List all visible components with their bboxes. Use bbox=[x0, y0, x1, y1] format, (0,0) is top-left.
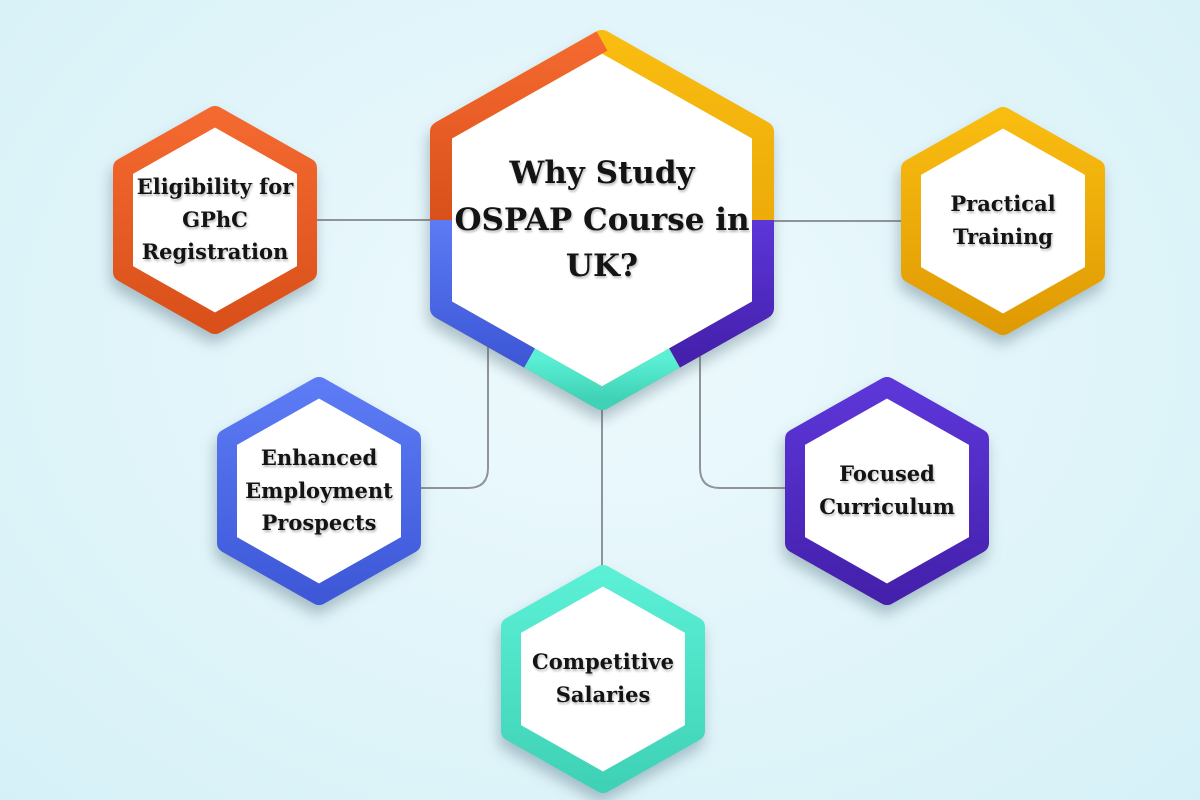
central-hexagon-blue-segment bbox=[430, 220, 535, 368]
focused-curriculum-hexagon-shape bbox=[785, 377, 989, 605]
competitive-salaries-hexagon-shape bbox=[501, 565, 705, 793]
central-title: Why Study OSPAP Course in UK? bbox=[454, 155, 750, 285]
node-label-competitive-salaries: Competitive Salaries bbox=[532, 649, 674, 707]
node-label-focused-curriculum: Focused Curriculum bbox=[819, 461, 955, 519]
eligibility-hexagon-border bbox=[113, 106, 317, 334]
node-label-enhanced-employment: Enhanced Employment Prospects bbox=[245, 445, 393, 536]
central-hexagon-orange-segment bbox=[430, 31, 608, 220]
diagram-node-enhanced-employment: Enhanced Employment Prospects bbox=[216, 376, 422, 606]
node-label-practical-training: Practical Training bbox=[950, 191, 1056, 249]
diagram-node-central: Why Study OSPAP Course in UK? bbox=[429, 29, 775, 411]
competitive-salaries-hexagon-border bbox=[501, 565, 705, 793]
focused-curriculum-hexagon-border bbox=[785, 377, 989, 605]
practical-training-hexagon-shape bbox=[901, 107, 1105, 335]
central-hexagon-teal-segment bbox=[524, 348, 680, 410]
enhanced-employment-hexagon-border bbox=[217, 377, 421, 605]
central-hexagon-purple-segment bbox=[669, 220, 774, 368]
central-hexagon-shape bbox=[430, 30, 774, 410]
connector-line-enhanced-employment bbox=[412, 345, 489, 489]
node-label-eligibility: Eligibility for GPhC Registration bbox=[136, 174, 294, 265]
diagram-node-focused-curriculum: Focused Curriculum bbox=[784, 376, 990, 606]
diagram-node-practical-training: Practical Training bbox=[900, 106, 1106, 336]
enhanced-employment-hexagon-shape bbox=[217, 377, 421, 605]
eligibility-hexagon-shape bbox=[113, 106, 317, 334]
diagram-node-eligibility: Eligibility for GPhC Registration bbox=[112, 105, 318, 335]
practical-training-hexagon-border bbox=[901, 107, 1105, 335]
connector-line-focused-curriculum bbox=[699, 350, 795, 489]
diagram-node-competitive-salaries: Competitive Salaries bbox=[500, 564, 706, 794]
